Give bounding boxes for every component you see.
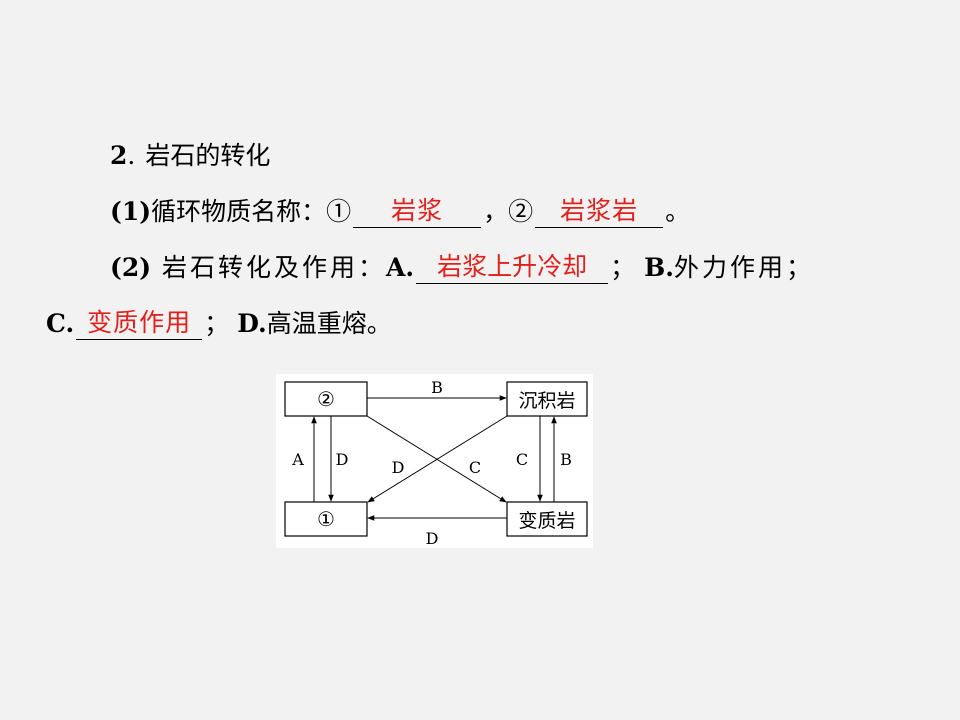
box-top-right-label: 沉积岩 <box>518 390 575 412</box>
question-2-continued: C. 变质作用 ；D.高温重熔。 <box>46 308 392 340</box>
q2-d-text: 高温重熔。 <box>266 309 392 338</box>
q2-sep-1: ； <box>610 253 639 282</box>
q2-a-label: A. <box>386 253 415 282</box>
q2-blank-a: 岩浆上升冷却 <box>416 252 609 284</box>
q1-blank-1: 岩浆 <box>353 196 482 228</box>
q1-text: 循环物质名称： <box>151 197 327 226</box>
q1-mark-2: ② <box>508 197 534 226</box>
q2-c-answer: 变质作用 <box>87 308 192 337</box>
q1-blank-2: 岩浆岩 <box>535 196 664 228</box>
box-top-left <box>284 381 368 417</box>
arrow-right-up-label: B <box>560 450 572 469</box>
q2-b-label: B. <box>644 253 674 282</box>
q1-mark-1: ① <box>326 197 352 226</box>
q2-prefix: (2) <box>110 253 152 282</box>
box-top-right <box>506 381 588 417</box>
question-2: (2) 岩石转化及作用：A. 岩浆上升冷却 ；B.外力作用； <box>110 252 814 284</box>
section-heading: 2. 岩石的转化 <box>110 140 270 172</box>
q2-d-label: D. <box>237 309 267 338</box>
q2-text: 岩石转化及作用： <box>162 253 387 282</box>
q1-answer-2: 岩浆岩 <box>560 196 639 225</box>
q2-blank-c: 变质作用 <box>76 308 203 340</box>
question-1: (1)循环物质名称：① 岩浆 ，② 岩浆岩。 <box>110 196 690 228</box>
q2-sep-2: ； <box>204 309 230 338</box>
box-bottom-right <box>506 501 588 537</box>
rock-cycle-diagram: ② ① 沉积岩 变质岩 B D A D C B D C <box>276 374 593 548</box>
arrow-bottom-label: D <box>426 529 439 548</box>
box-top-left-label: ② <box>317 387 335 411</box>
box-bottom-left-label: ① <box>317 507 335 531</box>
arrow-cross-to-metamorphic <box>366 415 507 503</box>
q1-comma: ， <box>483 197 509 226</box>
box-bottom-left <box>284 501 368 537</box>
arrow-left-down-label: D <box>336 450 349 469</box>
q1-prefix: (1) <box>110 197 152 226</box>
arrow-cross-left-label: D <box>392 458 405 477</box>
section-number: 2 <box>110 141 128 170</box>
q1-answer-1: 岩浆 <box>391 196 444 225</box>
q2-a-answer: 岩浆上升冷却 <box>437 252 588 281</box>
q2-b-text: 外力作用； <box>674 253 815 282</box>
section-separator: . <box>127 141 136 170</box>
q2-c-label: C. <box>46 309 75 338</box>
arrow-cross-to-magma <box>367 415 508 503</box>
arrow-top-label: B <box>431 378 443 397</box>
section-title: 岩石的转化 <box>145 141 271 170</box>
arrow-cross-right-label: C <box>469 458 481 477</box>
q1-end: 。 <box>665 197 691 226</box>
box-bottom-right-label: 变质岩 <box>518 510 575 532</box>
arrow-right-down-label: C <box>516 450 528 469</box>
arrow-left-up-label: A <box>291 450 304 469</box>
